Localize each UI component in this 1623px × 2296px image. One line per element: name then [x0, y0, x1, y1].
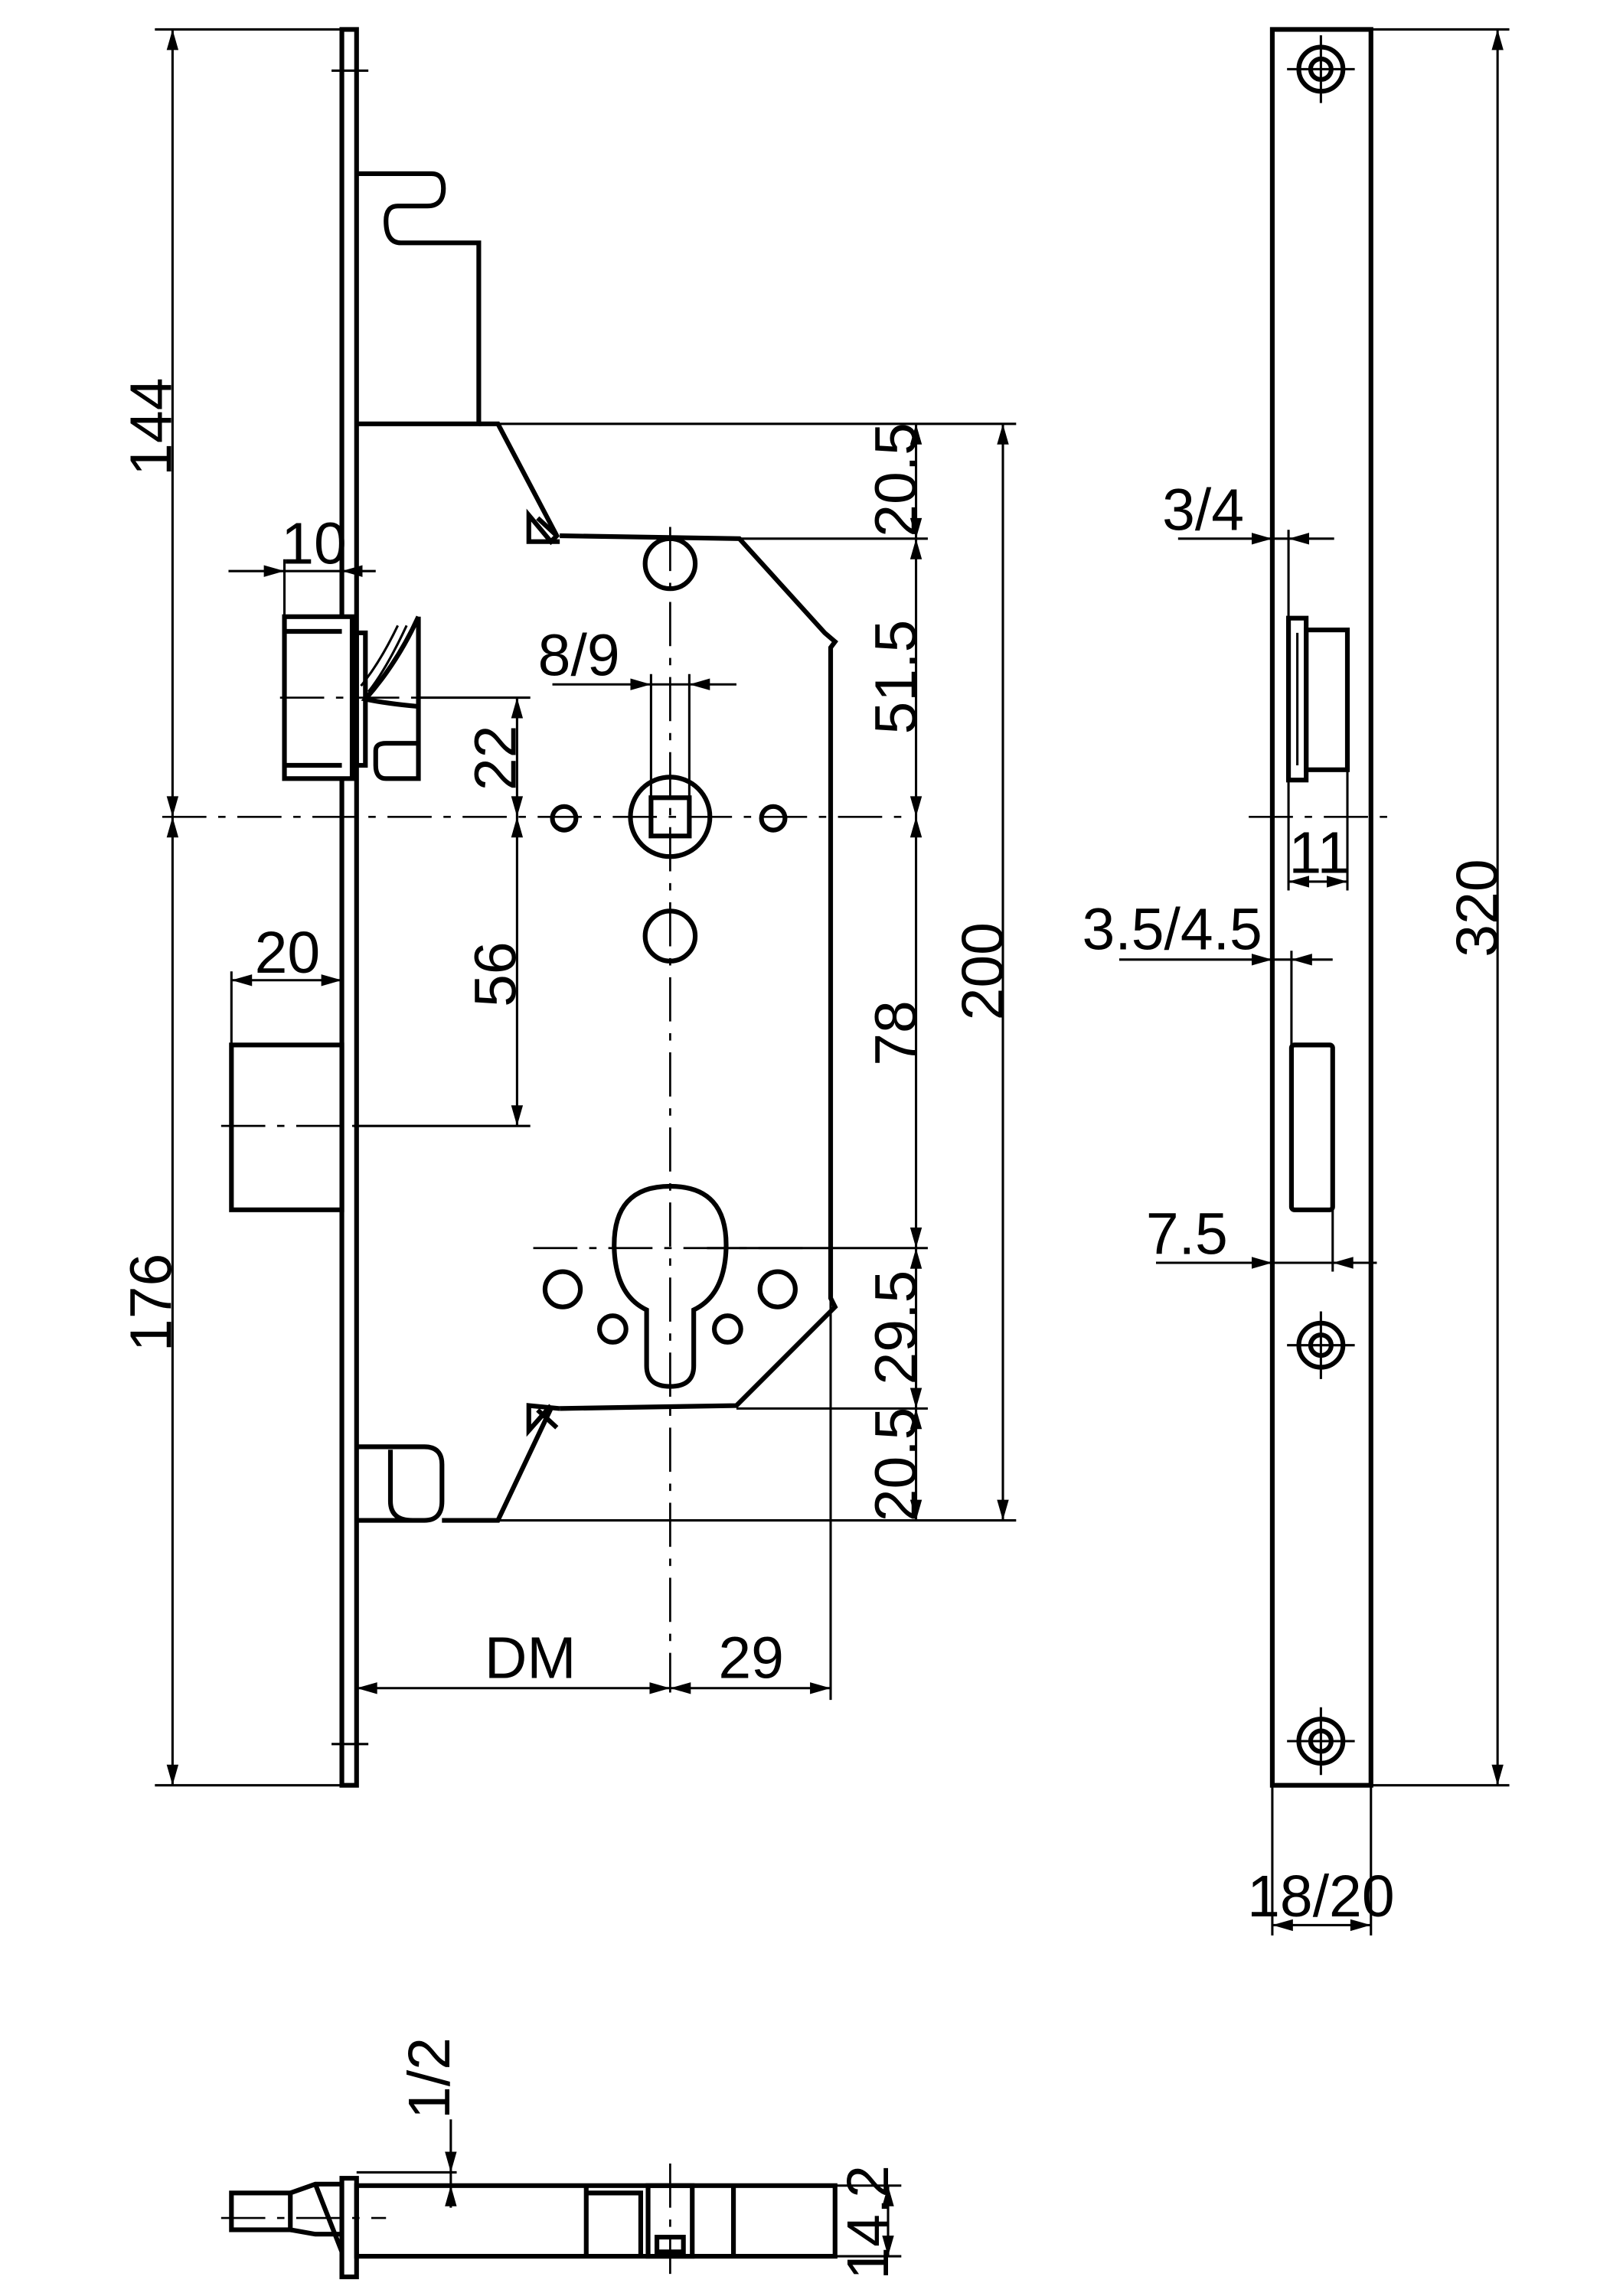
dim-case-thickness: 14.2 [835, 2165, 901, 2280]
side-view: 3/4 11 3.5/4.5 7.5 320 18/20 [1083, 27, 1510, 1936]
upper-bracket [356, 171, 482, 426]
side-deadbolt-slot [1288, 1042, 1335, 1212]
dim-bottom-offset: 20.5 [864, 1407, 929, 1522]
front-view: 144 176 10 20 22 56 8/9 [118, 27, 1017, 1788]
bottom-latch [229, 2190, 293, 2232]
dim-top-offset: 20.5 [864, 422, 929, 537]
dim-plate-offset: 1/2 [397, 2037, 462, 2119]
dim-total-length: 320 [1445, 859, 1510, 957]
dim-spindle-to-deadbolt: 56 [462, 941, 528, 1007]
dim-case-tail: 29 [718, 1625, 784, 1691]
dim-cylinder-to-bottom: 29.5 [864, 1270, 929, 1385]
dim-top-to-spindle: 51.5 [864, 620, 929, 735]
deadbolt [229, 1042, 345, 1212]
side-faceplate [1269, 27, 1373, 1788]
dim-latch-width: 11 [1289, 820, 1350, 885]
dim-backset-dm: DM [485, 1625, 576, 1691]
dim-bolt-width: 7.5 [1146, 1201, 1228, 1267]
dim-lower-176: 176 [118, 1254, 184, 1352]
dim-deadbolt-throw: 20 [255, 920, 321, 986]
lower-bracket [356, 1444, 445, 1523]
dim-case-height: 200 [950, 922, 1016, 1020]
faceplate [339, 27, 359, 1788]
dim-faceplate-width: 18/20 [1247, 1864, 1394, 1929]
dim-upper-144: 144 [118, 378, 184, 476]
lock-case [560, 533, 838, 1411]
dim-latch-to-spindle: 22 [462, 726, 528, 791]
dim-faceplate-thickness: 3/4 [1162, 477, 1244, 543]
dim-spindle-width: 8/9 [538, 623, 620, 689]
bottom-view: 1/2 14.2 [220, 2037, 902, 2280]
dim-bolt-offset: 3.5/4.5 [1083, 896, 1262, 962]
dim-latch-depth: 10 [281, 511, 347, 577]
dim-spindle-to-cylinder: 78 [864, 1000, 929, 1066]
